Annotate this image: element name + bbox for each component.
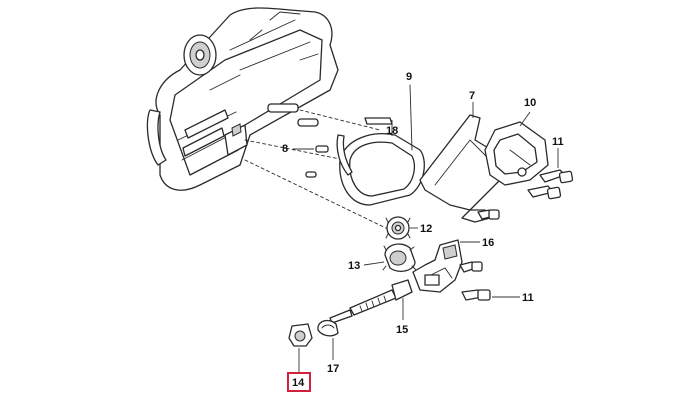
part-labels: 9 7 10 18 11 8 12 16 13 11 15 17 14	[282, 71, 564, 392]
label-15: 15	[396, 324, 408, 336]
part-10-bracket	[461, 111, 549, 223]
label-13: 13	[348, 260, 360, 272]
part-12-gear	[385, 216, 418, 240]
part-11-screws-upper	[477, 148, 574, 220]
housing-cover	[146, 7, 339, 191]
highlight-box-14[interactable]	[287, 372, 311, 392]
label-10: 10	[524, 97, 536, 109]
part-15-adjusting-screw	[329, 279, 413, 324]
label-12: 12	[420, 223, 432, 235]
label-18: 18	[386, 125, 398, 137]
label-16: 16	[482, 237, 494, 249]
part-13-worm-gear	[363, 243, 417, 272]
part-8-pin	[293, 145, 329, 178]
cover-studs	[267, 103, 319, 127]
label-8: 8	[282, 143, 288, 155]
assembly-axes	[244, 109, 421, 231]
part-16-housing	[412, 239, 480, 293]
part-18-spring	[336, 117, 393, 176]
part-17-clip	[317, 319, 339, 360]
label-7: 7	[469, 90, 475, 102]
part-11-screws-lower	[459, 261, 520, 301]
part-9-band	[339, 84, 425, 206]
label-14: 14	[292, 377, 305, 389]
part-14-nut	[288, 323, 313, 372]
label-11-lower: 11	[522, 292, 534, 304]
label-11-upper: 11	[552, 136, 564, 148]
label-9: 9	[406, 71, 412, 83]
label-17: 17	[327, 363, 339, 375]
